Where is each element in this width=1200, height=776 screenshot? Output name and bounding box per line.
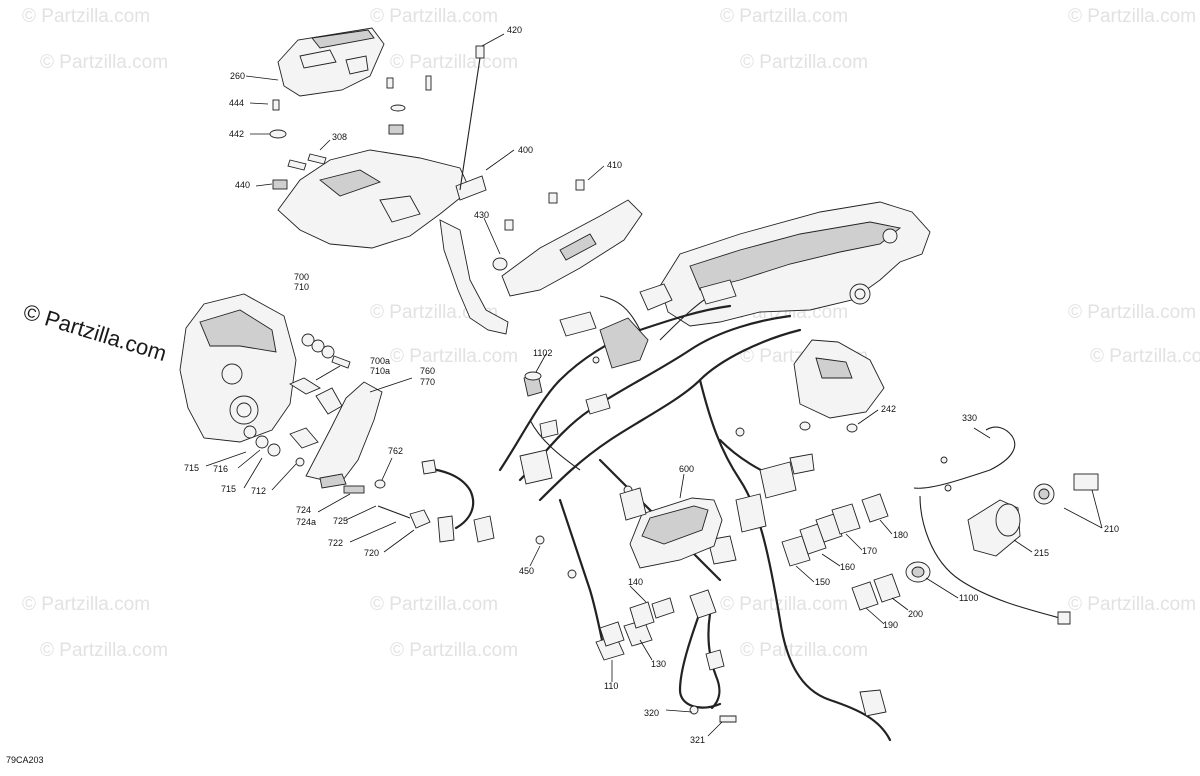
housing-760 <box>305 381 431 529</box>
callout-label: 180 <box>893 530 908 540</box>
bracket-242 <box>793 339 885 433</box>
callout-label: 442 <box>229 129 244 139</box>
switch-1102 <box>523 371 543 397</box>
callout-label: 210 <box>1104 524 1119 534</box>
callout-label: 308 <box>332 132 347 142</box>
callout-label: 190 <box>883 620 898 630</box>
callout-label: 700a <box>370 356 390 366</box>
callout-label: 722 <box>328 538 343 548</box>
connectors-110-140 <box>595 597 675 661</box>
callout-label: 140 <box>628 577 643 587</box>
callout-label: 200 <box>908 609 923 619</box>
callout-label: 760 <box>420 366 435 376</box>
cover-215 <box>967 499 1021 557</box>
harness-762 <box>421 459 495 543</box>
watermark-text: © Partzilla.com <box>22 594 150 615</box>
watermark-text: © Partzilla.com <box>740 640 868 661</box>
switch-210 <box>1033 473 1099 505</box>
callout-label: 260 <box>230 71 245 81</box>
watermark-text: © Partzilla.com <box>370 594 498 615</box>
watermark-text: © Partzilla.com <box>390 640 518 661</box>
watermark-text: © Partzilla.com <box>40 52 168 73</box>
callout-labels: 420 260 444 442 308 440 400 410 430 700 … <box>184 25 1119 745</box>
watermark-text: © Partzilla.com <box>1068 594 1196 615</box>
callout-label: 712 <box>251 486 266 496</box>
socket-1100 <box>905 561 931 583</box>
bracket-400 <box>277 149 509 335</box>
callout-label: 710a <box>370 366 390 376</box>
callout-label: 242 <box>881 404 896 414</box>
watermark-text: © Partzilla.com <box>22 6 150 27</box>
headlight-washers <box>243 333 351 467</box>
callout-label: 320 <box>644 708 659 718</box>
callout-label: 1100 <box>959 593 978 603</box>
watermark-text: © Partzilla.com <box>390 346 518 367</box>
callout-label: 762 <box>388 446 403 456</box>
bracket-410 <box>492 179 643 297</box>
callout-label: 720 <box>364 548 379 558</box>
callout-label: 130 <box>651 659 666 669</box>
callout-label: 1102 <box>533 348 552 358</box>
callout-label: 600 <box>679 464 694 474</box>
callout-label: 410 <box>607 160 622 170</box>
callout-label: 770 <box>420 377 435 387</box>
watermark-text: © Partzilla.com <box>390 52 518 73</box>
harness-330 <box>913 426 1071 625</box>
callout-label: 430 <box>474 210 489 220</box>
callout-label: 715 <box>184 463 199 473</box>
cover-260 <box>277 27 385 97</box>
callout-label: 330 <box>962 413 977 423</box>
watermark-text: © Partzilla.com <box>720 594 848 615</box>
diagram-code: 79CA203 <box>6 755 44 765</box>
cluster-600 <box>619 487 723 569</box>
watermark-text: © Partzilla.com <box>40 640 168 661</box>
leader-lines <box>205 33 1103 737</box>
harness-320 <box>678 589 737 723</box>
callout-label: 710 <box>294 282 309 292</box>
callout-label: 170 <box>862 546 877 556</box>
brand-watermark: © Partzilla.com <box>21 299 170 366</box>
callout-label: 716 <box>213 464 228 474</box>
watermark-text: © Partzilla.com <box>1068 302 1196 323</box>
callout-label: 440 <box>235 180 250 190</box>
callout-label: 150 <box>815 577 830 587</box>
callout-label: 444 <box>229 98 244 108</box>
callout-label: 420 <box>507 25 522 35</box>
callout-label: 700 <box>294 272 309 282</box>
callout-label: 321 <box>690 735 705 745</box>
callout-label: 110 <box>604 681 618 691</box>
watermark-text: © Partzilla.com <box>720 6 848 27</box>
callout-label: 724a <box>296 517 316 527</box>
callout-label: 450 <box>519 566 534 576</box>
fasteners-top <box>269 45 485 191</box>
watermark-text: © Partzilla.com <box>740 52 868 73</box>
dash-housing <box>659 201 931 327</box>
callout-label: 400 <box>518 145 533 155</box>
headlight-700 <box>179 293 297 443</box>
callout-label: 725 <box>333 516 348 526</box>
callout-label: 160 <box>840 562 855 572</box>
callout-label: 724 <box>296 505 311 515</box>
callout-label: 715 <box>221 484 236 494</box>
watermark-text: © Partzilla.com <box>370 6 498 27</box>
relays <box>781 493 901 611</box>
callout-label: 215 <box>1034 548 1049 558</box>
watermark-text: © Partzilla.com <box>1068 6 1196 27</box>
watermark-text: © Partzilla.com <box>1090 346 1200 367</box>
